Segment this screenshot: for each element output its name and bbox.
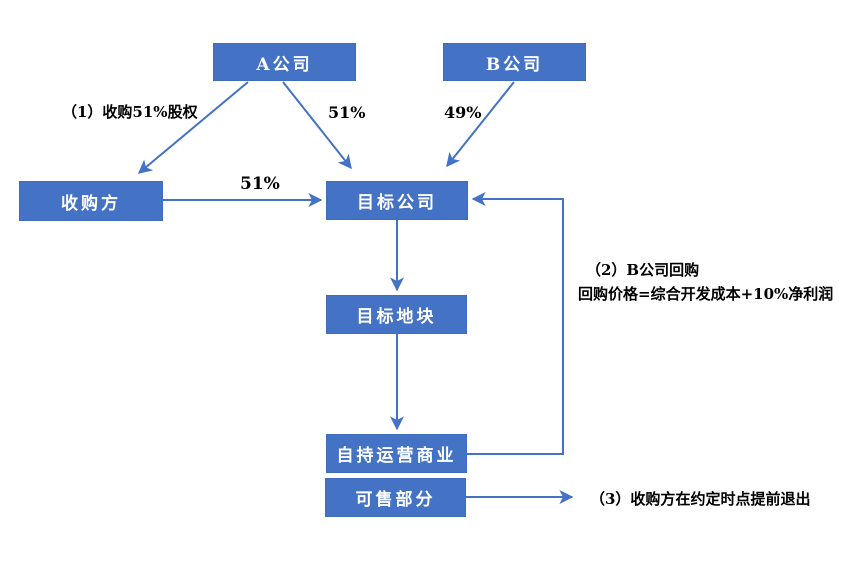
arrow-b-to-target: [446, 81, 515, 168]
label-b-to-target-49pct: 49%: [444, 103, 482, 122]
node-company-b: B公司: [443, 43, 586, 81]
node-company-a: A公司: [213, 43, 356, 81]
label-step2-buyback-line2: 回购价格=综合开发成本+10%净利润: [578, 285, 834, 303]
arrow-a-to-target: [282, 81, 352, 170]
label-step3-early-exit: （3）收购方在约定时点提前退出: [590, 490, 811, 508]
label-step1-acquire-51pct: （1）收购51%股权: [62, 103, 198, 121]
node-acquirer: 收购方: [19, 181, 163, 221]
arrow-a-to-acquirer: [137, 81, 249, 174]
label-acquirer-to-target-51pct: 51%: [240, 174, 280, 194]
label-a-to-target-51pct: 51%: [328, 103, 366, 122]
label-step2-buyback-line1: （2）B公司回购: [586, 261, 700, 279]
node-target-plot: 目标地块: [326, 295, 467, 334]
node-sellable-portion: 可售部分: [325, 478, 466, 517]
node-self-held-business: 自持运营商业: [326, 434, 467, 473]
arrow-selfheld-to-target-elbow: [467, 192, 564, 455]
node-target-company: 目标公司: [326, 181, 468, 220]
